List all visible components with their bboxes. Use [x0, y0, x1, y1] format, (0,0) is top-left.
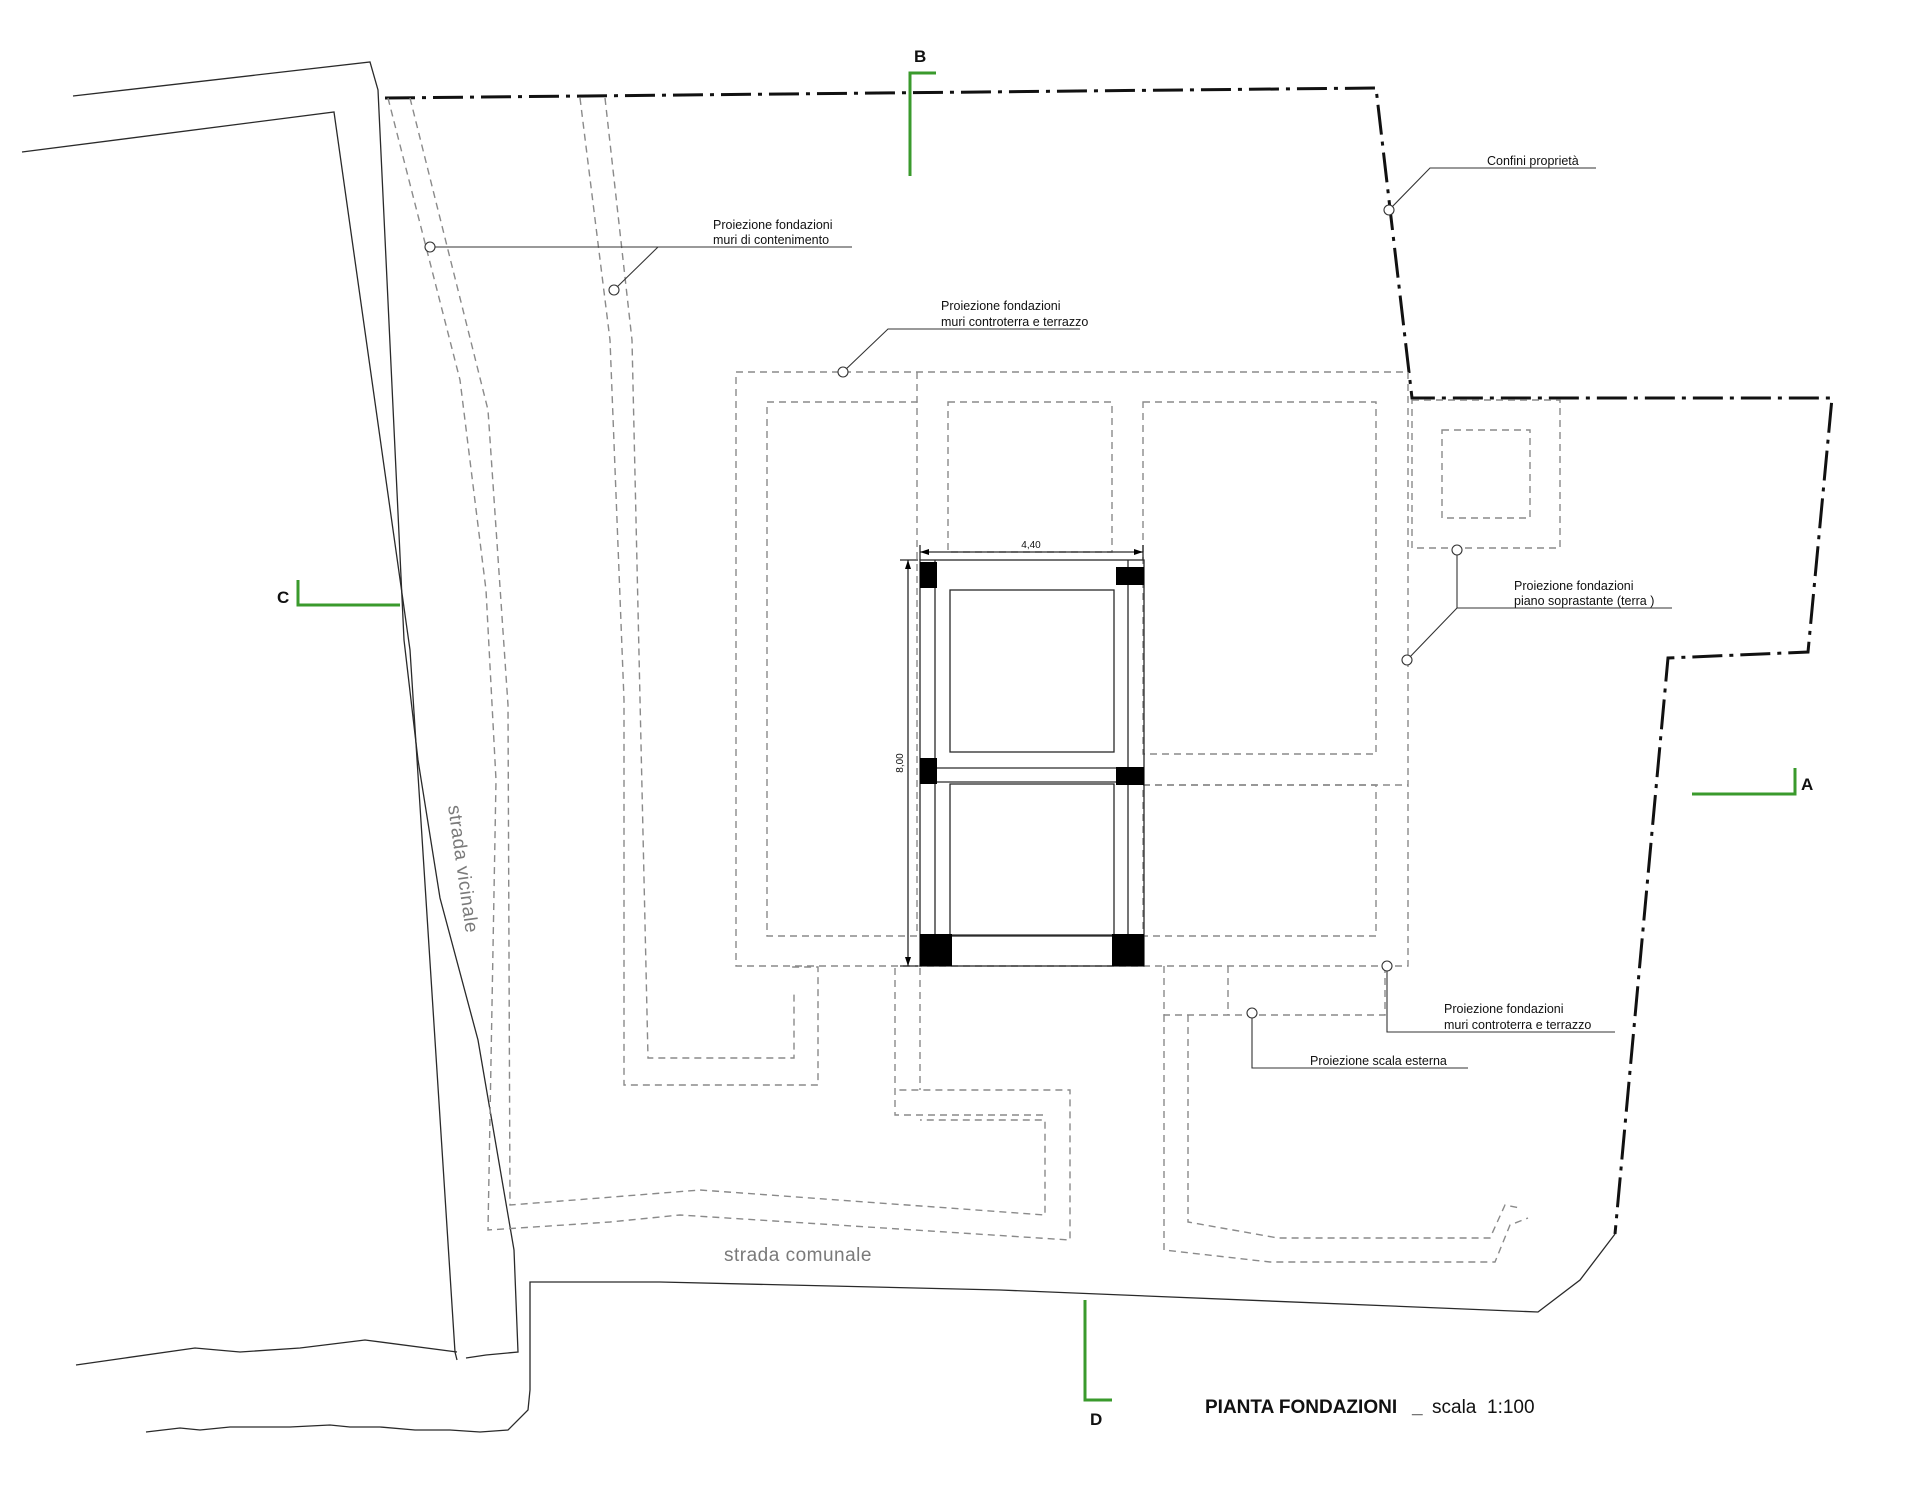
- scale-separator: _: [1411, 1397, 1423, 1418]
- upper-floor-projection-outer: [1411, 399, 1561, 549]
- frame-cell-upper: [949, 589, 1115, 753]
- terrace-return-wall-inner: [1187, 1015, 1521, 1239]
- section-d-marker: [1083, 1300, 1112, 1402]
- contenimento-leader-pin-a: [424, 241, 436, 253]
- soprastante-label-line1: Proiezione fondazioni: [1514, 579, 1634, 593]
- contenimento-leader-b: [613, 246, 659, 291]
- column-bottom-left: [920, 934, 952, 966]
- section-a-marker: [1692, 768, 1797, 796]
- strada-comunale-label: strada comunale: [724, 1245, 872, 1266]
- controterra-top-leader-pin: [837, 366, 849, 378]
- drawing-title: PIANTA FONDAZIONI: [1205, 1397, 1397, 1418]
- scale-value: 1:100: [1487, 1397, 1535, 1418]
- room-outline-north-middle: [947, 401, 1113, 553]
- section-c-marker: [296, 580, 400, 607]
- room-outline-west: [766, 401, 918, 937]
- foundation-projections: [387, 97, 1561, 1263]
- soprastante-leader-pin-b: [1451, 544, 1463, 556]
- retaining-wall-strip-inner: [409, 97, 1046, 1216]
- column-top-left: [920, 562, 937, 588]
- structural-frame: [919, 559, 1145, 967]
- dimension-lines: 4,40 8,00: [895, 540, 1144, 967]
- controterra-top-leader: [842, 328, 1080, 373]
- controterra-top-label-line1: Proiezione fondazioni: [941, 299, 1061, 313]
- room-outline-east-bottom: [1142, 784, 1377, 937]
- height-dimension-label: 8,00: [895, 753, 906, 773]
- confini-leader-pin: [1383, 204, 1395, 216]
- scala-esterna-leader: [1251, 1013, 1468, 1069]
- upper-floor-projection-inner: [1441, 429, 1531, 519]
- foundation-slab-outline: [735, 371, 1409, 967]
- soprastante-label-line2: piano soprastante (terra ): [1514, 594, 1654, 608]
- confini-label: Confini proprietà: [1487, 154, 1579, 168]
- scala-esterna-leader-pin: [1246, 1007, 1258, 1019]
- frame-cell-lower: [949, 783, 1115, 937]
- section-a-label: A: [1801, 775, 1813, 794]
- strada-vicinale-label: strada vicinale: [443, 804, 482, 935]
- column-bottom-right: [1112, 934, 1144, 966]
- frame-outline: [919, 559, 1145, 967]
- contenimento-label-line2: muri di contenimento: [713, 233, 829, 247]
- bottom-road-edge: [145, 1233, 1616, 1433]
- terrace-wall-outer: [1163, 966, 1386, 1016]
- section-d-label: D: [1090, 1410, 1102, 1429]
- width-arrow-left: [920, 549, 929, 555]
- annotation-leaders: [424, 167, 1672, 1069]
- section-b-marker: [908, 71, 936, 176]
- stair-projection-left: [894, 968, 1045, 1116]
- soprastante-leader-pin-a: [1401, 654, 1413, 666]
- terrain-outlines: [21, 61, 1616, 1433]
- controterra-bottom-leader: [1386, 966, 1615, 1033]
- left-road-edge-outer: [72, 61, 519, 1359]
- controterra-bottom-label-line1: Proiezione fondazioni: [1444, 1002, 1564, 1016]
- contenimento-leader-pin-b: [608, 284, 620, 296]
- annotation-texts: Confini proprietà Proiezione fondazioni …: [713, 154, 1654, 1068]
- width-arrow-right: [1134, 549, 1143, 555]
- section-markers: B C A D: [277, 47, 1813, 1429]
- contenimento-label-line1: Proiezione fondazioni: [713, 218, 833, 232]
- height-arrow-bottom: [905, 957, 911, 966]
- contenimento-wall-outer: [579, 97, 819, 1086]
- left-road-edge-inner: [21, 111, 458, 1361]
- scala-esterna-label: Proiezione scala esterna: [1310, 1054, 1447, 1068]
- title-block: PIANTA FONDAZIONI _ scala 1:100: [1205, 1397, 1535, 1418]
- column-top-right: [1116, 567, 1144, 585]
- contenimento-wall-inner: [604, 97, 795, 1059]
- bottom-left-curb: [75, 1339, 458, 1366]
- terrace-return-wall-outer: [1163, 1015, 1529, 1263]
- column-mid-left: [920, 758, 937, 784]
- room-outline-east-top: [1142, 401, 1377, 755]
- controterra-top-label-line2: muri controterra e terrazzo: [941, 315, 1088, 329]
- height-arrow-top: [905, 560, 911, 569]
- retaining-wall-strip-outer: [387, 97, 1071, 1241]
- section-b-label: B: [914, 47, 926, 66]
- controterra-bottom-label-line2: muri controterra e terrazzo: [1444, 1018, 1591, 1032]
- columns: [920, 562, 1144, 966]
- confini-leader: [1388, 167, 1596, 211]
- controterra-bottom-leader-pin: [1381, 960, 1393, 972]
- soprastante-leader: [1406, 607, 1672, 661]
- property-boundary-line: [384, 86, 1834, 1235]
- scale-label: scala: [1432, 1397, 1477, 1418]
- section-c-label: C: [277, 588, 289, 607]
- width-dimension-label: 4,40: [1021, 540, 1041, 551]
- column-mid-right: [1116, 767, 1144, 785]
